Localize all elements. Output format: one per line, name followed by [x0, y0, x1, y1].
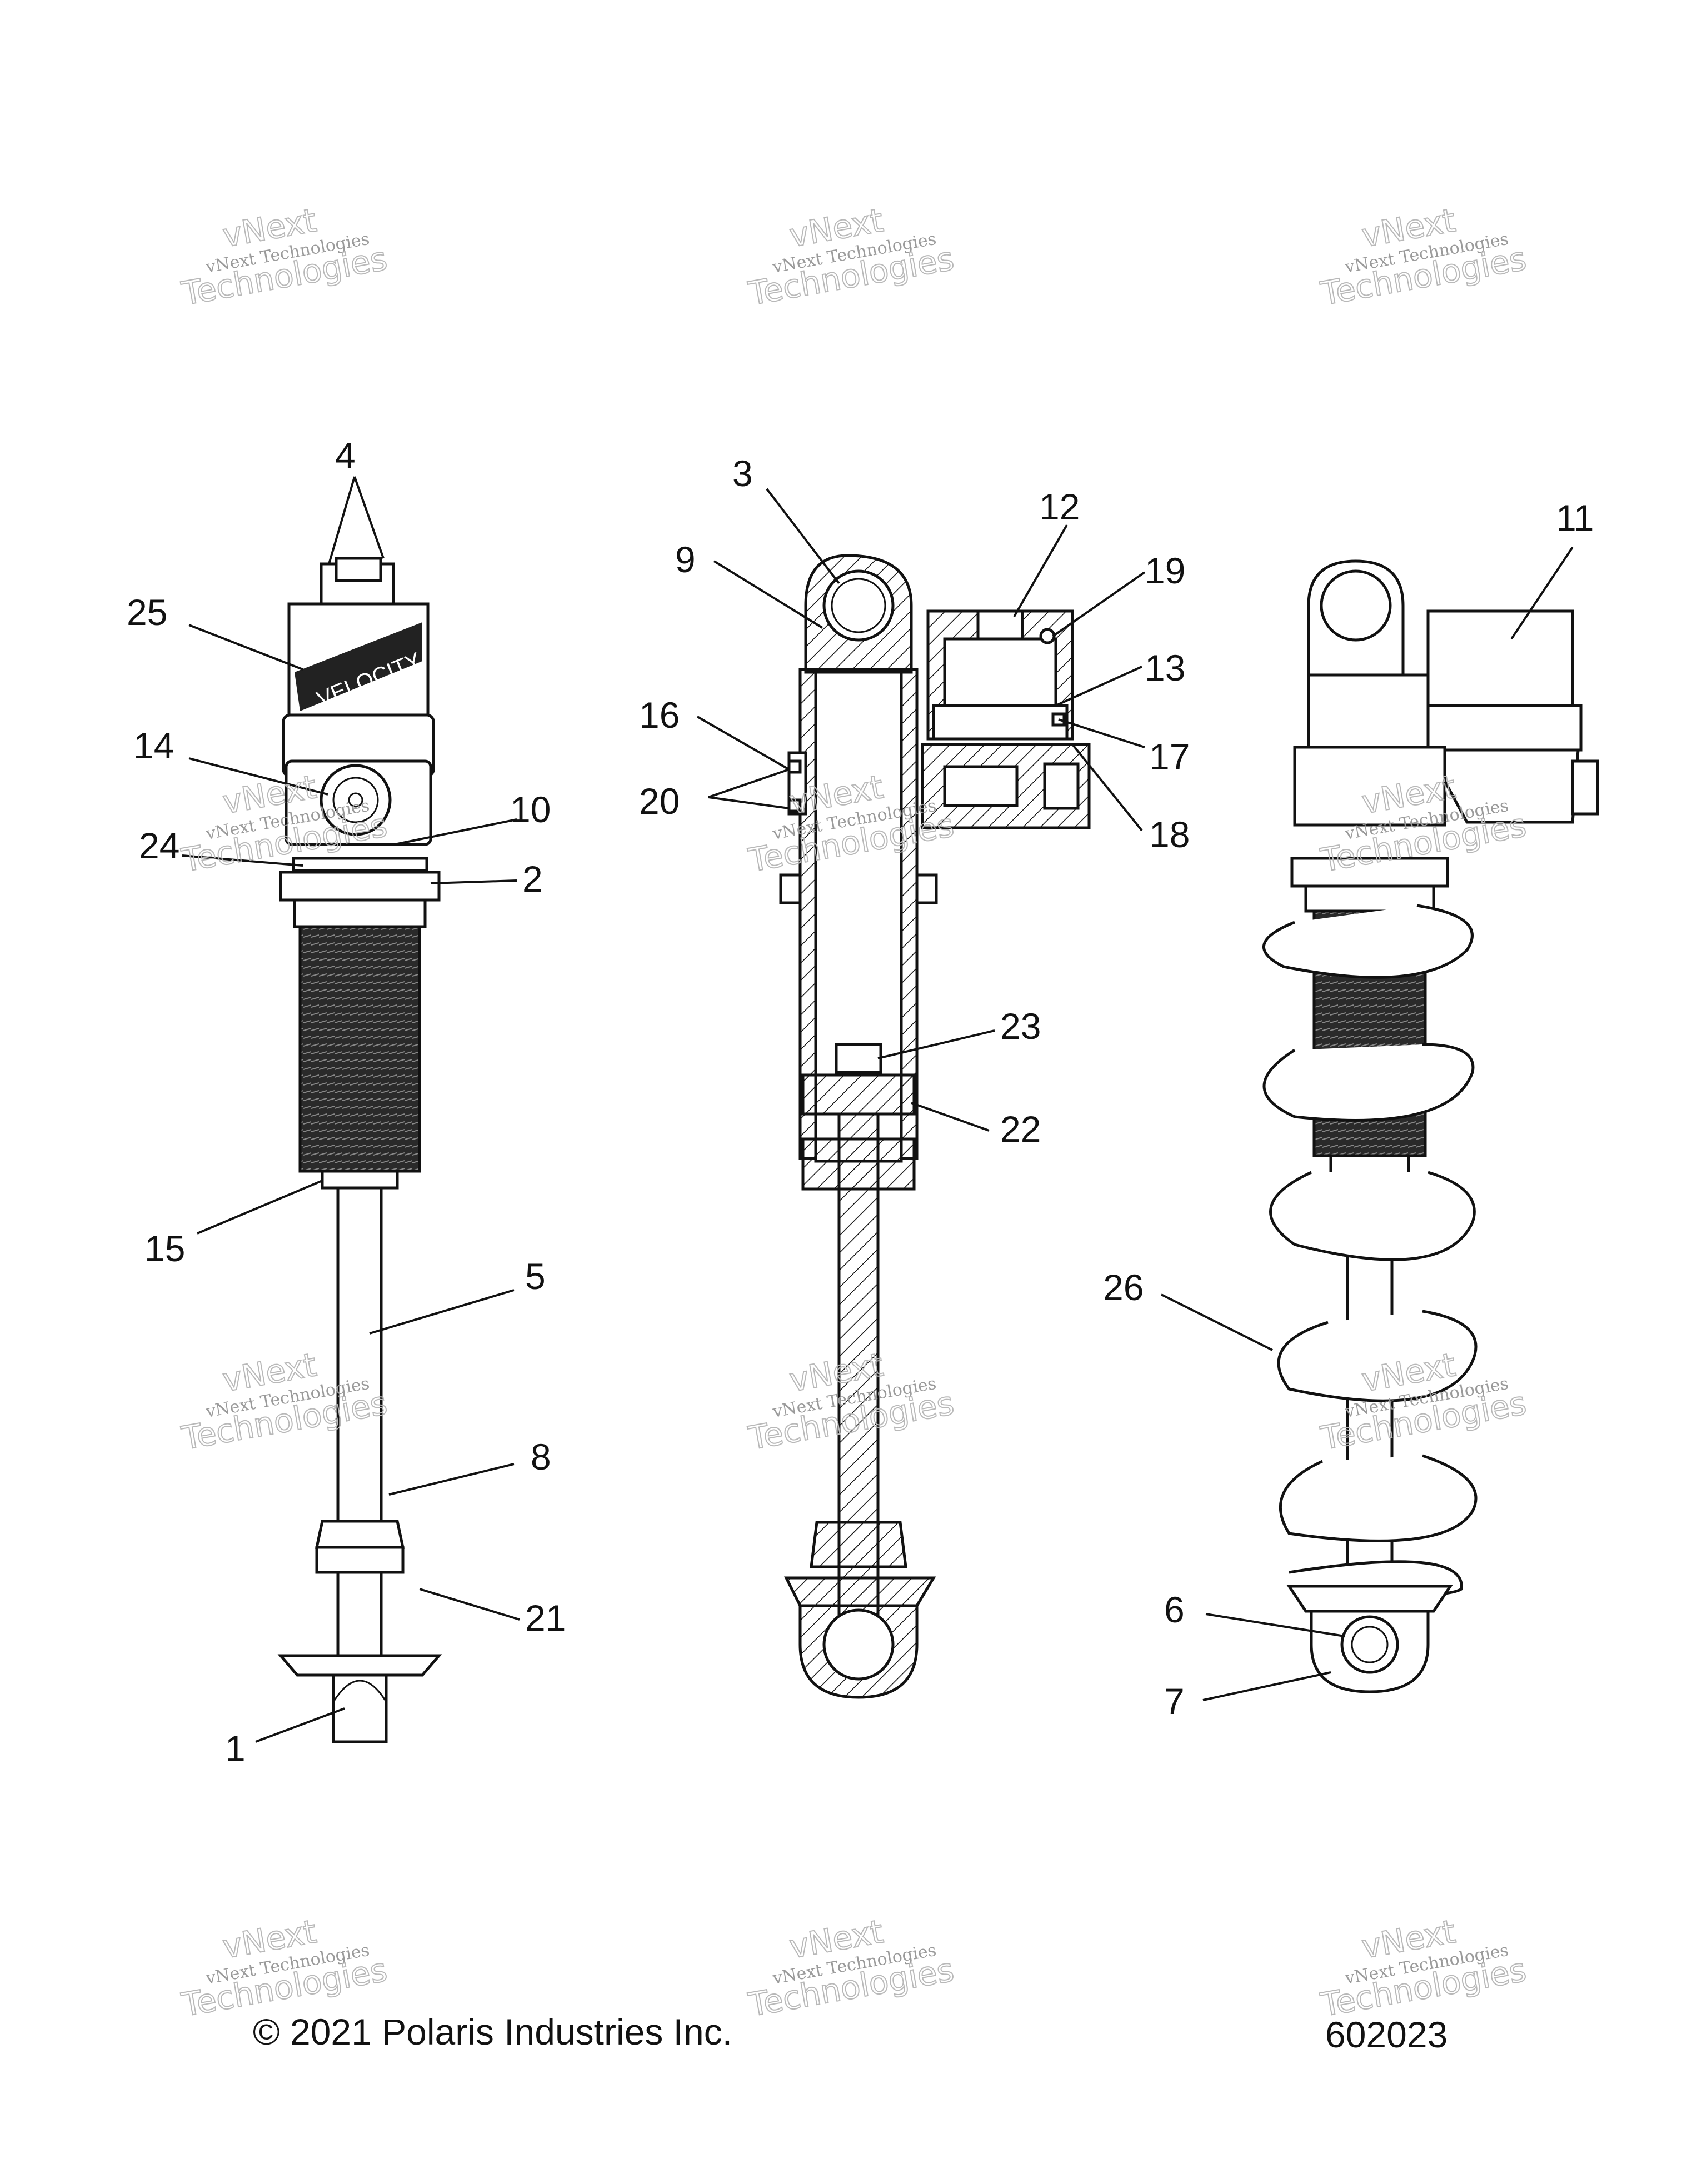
callout-15: 15: [144, 1228, 185, 1269]
compression-valve: [943, 765, 1019, 807]
callouts: 4 25 14 10 24 2 15 5 8 21 1 3 9 16 20 12…: [127, 435, 1594, 1769]
dial-center: [348, 792, 363, 808]
right-body-upper: [1307, 673, 1430, 749]
spring-retainer: [277, 1654, 442, 1677]
watermark-10: vNext vNext Technologies Technologies: [178, 1912, 391, 2025]
left-shock-view: VELOCITY: [277, 557, 442, 1743]
callout-13: 13: [1145, 647, 1185, 688]
callout-10: 10: [510, 789, 551, 830]
dial-inner-ring: [332, 777, 379, 823]
lower-retainer-section: [783, 1576, 936, 1607]
compression-knob: [1043, 762, 1080, 810]
callout-25: 25: [127, 592, 167, 633]
watermark-8: vNext vNext Technologies Technologies: [745, 1345, 957, 1458]
oring-20b: [787, 798, 802, 813]
lower-bushing: [822, 1608, 895, 1681]
compression-adjuster-dial: [320, 764, 392, 836]
watermark-11: vNext vNext Technologies Technologies: [745, 1912, 957, 2025]
watermark-1: vNext vNext Technologies Technologies: [178, 201, 391, 313]
figure-number: 602023: [1325, 2014, 1448, 2055]
seal-head: [321, 1170, 399, 1190]
bump-stop-section: [810, 1521, 907, 1568]
reservoir-base: [1418, 704, 1583, 752]
callout-1: 1: [225, 1728, 246, 1769]
callout-5: 5: [525, 1256, 546, 1297]
callout-6: 6: [1164, 1589, 1185, 1630]
callout-24: 24: [139, 825, 179, 866]
velocity-decal: [295, 622, 422, 711]
preload-nut: [279, 871, 441, 902]
callout-9: 9: [675, 539, 696, 580]
copyright-text: © 2021 Polaris Industries Inc.: [253, 2011, 732, 2052]
callout-4: 4: [335, 435, 356, 476]
callout-26: 26: [1103, 1267, 1144, 1308]
o-ring: [292, 857, 428, 872]
oring-19: [1039, 628, 1056, 644]
adjuster-knob-inner: [335, 557, 382, 582]
callout-19: 19: [1145, 550, 1185, 591]
ifp-13: [932, 704, 1069, 741]
piston-22: [801, 1073, 916, 1116]
oring-20a: [787, 759, 802, 774]
callout-8: 8: [531, 1436, 551, 1477]
lower-ring-right: [915, 873, 938, 904]
callout-22: 22: [1000, 1108, 1041, 1150]
right-lower-retainer: [1286, 1585, 1453, 1613]
right-body-mid: [1293, 746, 1446, 827]
eyelet-curve: [333, 1680, 386, 1701]
coil-spring: [1262, 904, 1478, 1598]
right-top-bushing: [1320, 569, 1392, 642]
lower-bushing-6: [1340, 1615, 1399, 1674]
callout-3: 3: [732, 453, 753, 494]
callout-7: 7: [1164, 1681, 1185, 1722]
bump-stop: [315, 1520, 405, 1549]
center-section-view: [779, 554, 1091, 1699]
reservoir-mount: [1425, 748, 1580, 824]
reservoir-11: [1426, 609, 1574, 718]
callout-11: 11: [1556, 497, 1594, 538]
top-bushing-inner: [831, 578, 886, 633]
watermark-12: vNext vNext Technologies Technologies: [1317, 1912, 1530, 2025]
right-shock-view: [1262, 559, 1599, 1693]
callout-2: 2: [522, 858, 543, 899]
shaft: [336, 1186, 383, 1523]
callout-17: 17: [1149, 736, 1190, 777]
piston-nut-23: [835, 1043, 882, 1074]
callout-20: 20: [639, 781, 680, 822]
lower-ring-left: [779, 873, 802, 904]
right-preload-collar: [1304, 884, 1435, 913]
eyelet-end: [332, 1673, 388, 1743]
bump-stop-lower: [315, 1546, 405, 1574]
shaft-lower: [336, 1571, 383, 1657]
callout-16: 16: [639, 694, 680, 736]
watermark-2: vNext vNext Technologies Technologies: [745, 201, 957, 313]
top-bushing: [822, 569, 895, 642]
threaded-shock-body: [298, 925, 421, 1173]
reservoir-adjuster: [1571, 759, 1599, 816]
watermark-3: vNext vNext Technologies Technologies: [1317, 201, 1530, 313]
callout-18: 18: [1149, 814, 1190, 855]
lower-bushing-inner: [1351, 1626, 1389, 1663]
leader-lines: [182, 476, 1574, 1743]
callout-12: 12: [1039, 486, 1080, 527]
callout-14: 14: [133, 725, 174, 766]
callout-21: 21: [525, 1597, 566, 1638]
callout-23: 23: [1000, 1006, 1041, 1047]
preload-collar: [293, 898, 427, 928]
